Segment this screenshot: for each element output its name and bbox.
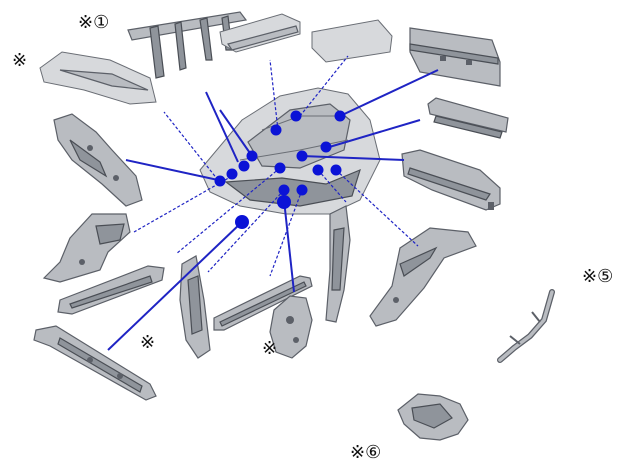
callout-dot [331,165,342,176]
callout-dot [215,176,226,187]
annotation-mark-6: ※⑥ [350,444,381,462]
callout-dot [291,111,302,122]
leader-front-panel [340,70,438,116]
callout-dot [271,125,282,136]
callout-dot [275,163,286,174]
annotation-mark-5: ※⑤ [582,268,613,286]
callout-dot [247,151,258,162]
callout-dot [313,165,324,176]
cowl-side-part [40,52,156,104]
floor-reinforcement-part [398,394,468,440]
vehicle-body-shell [200,88,380,214]
annotation-mark-1: ※① [78,14,109,32]
radiator-support-upper-part [428,98,508,138]
annotation-mark-lower-left: ※ [140,334,155,352]
callout-dot-large [235,215,249,229]
callout-dot [321,142,332,153]
radiator-support-part [402,150,500,210]
callout-dot [227,169,238,180]
front-pillar-inner-part [370,228,476,326]
annotation-mark-left: ※ [12,52,27,70]
callout-dot [297,185,308,196]
center-pillar-part [180,256,210,358]
front-side-member-part [44,214,130,282]
cowl-top-part [312,20,392,62]
callout-dot-large [277,195,291,209]
a-pillar-lower-part [326,206,350,322]
callout-dot [279,185,290,196]
annotation-mark-lower-center: ※ [262,340,277,358]
callout-dot [239,161,250,172]
front-crossmember-part [34,326,156,400]
callout-dot [335,111,346,122]
callout-dot [297,151,308,162]
bumper-bracket-part [500,292,552,360]
